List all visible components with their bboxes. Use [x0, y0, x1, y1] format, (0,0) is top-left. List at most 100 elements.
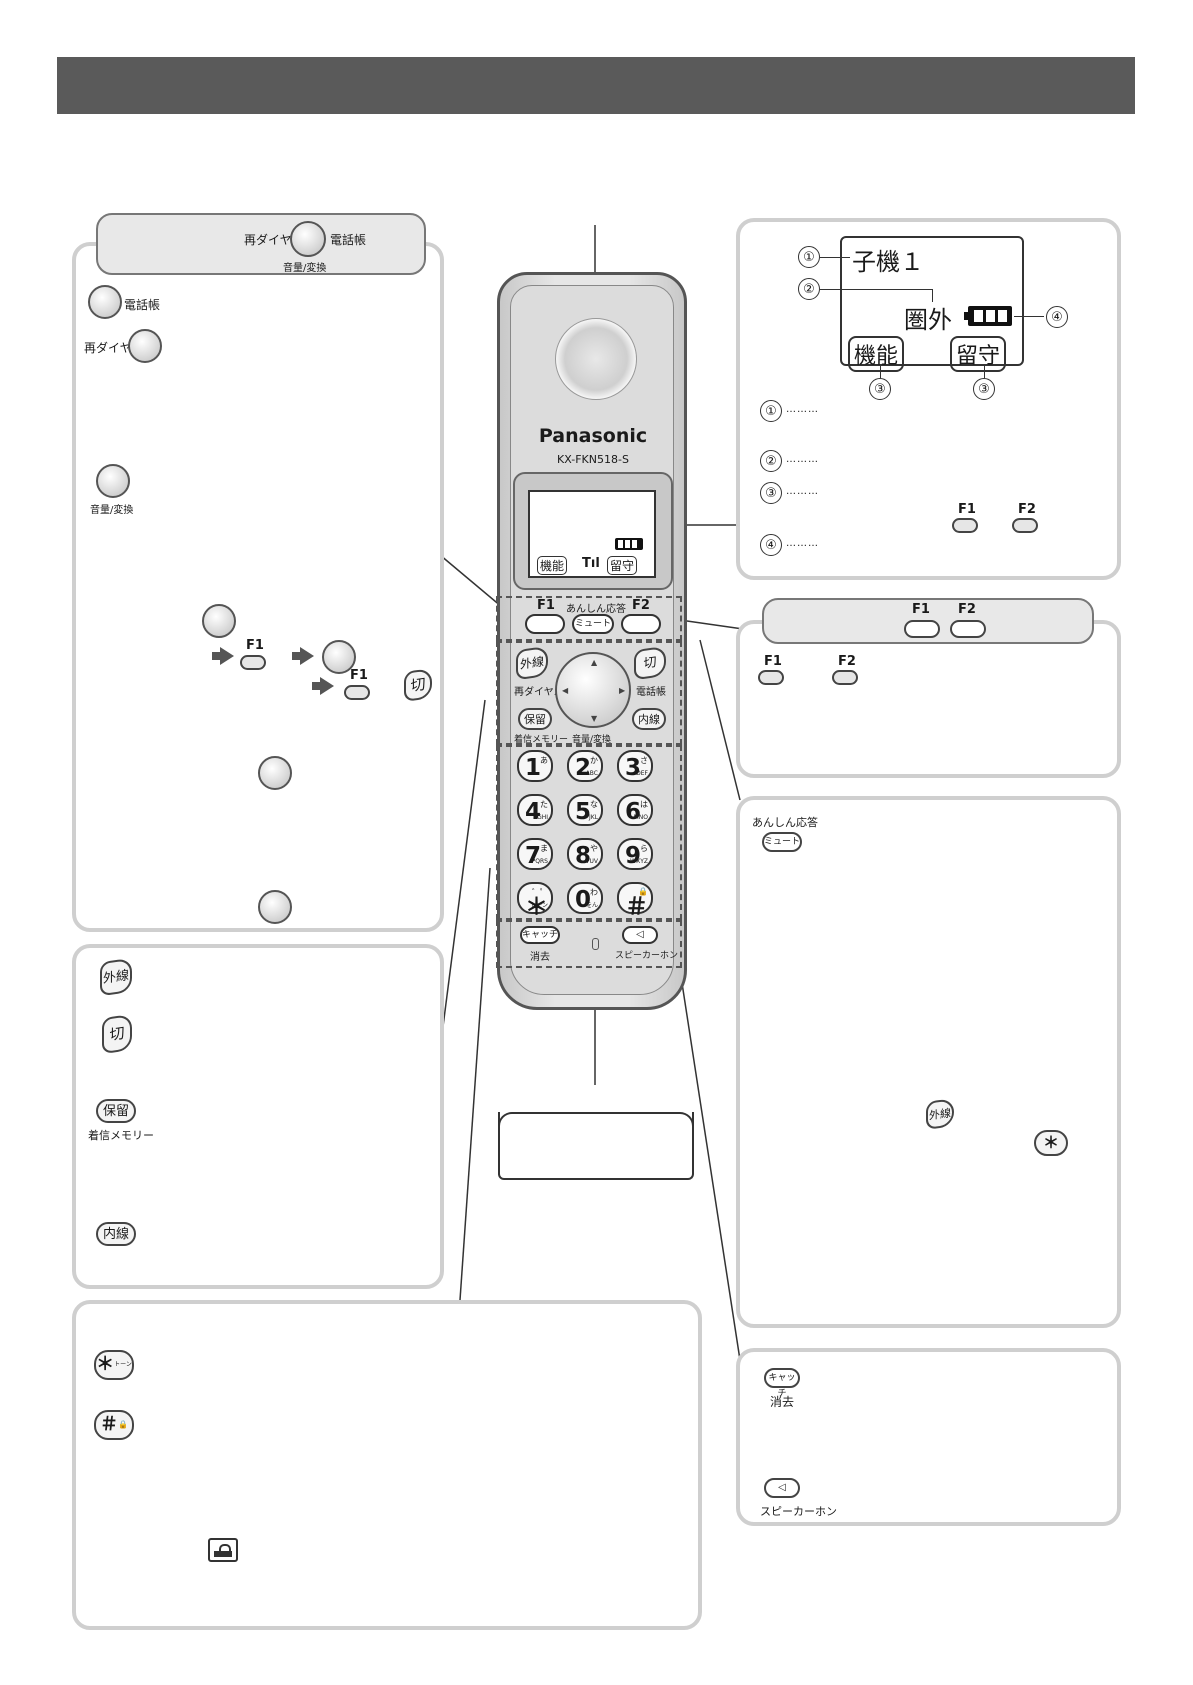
- callout-4: ④: [1046, 306, 1068, 328]
- dial-key-kana: さ: [640, 756, 648, 765]
- dial-key-letters: をん: [585, 902, 598, 909]
- legend-num-3: ③: [760, 482, 782, 504]
- bottom-key-group: [496, 920, 682, 968]
- phone-horyu-button[interactable]: 保留: [518, 708, 552, 730]
- anshin-star-key-icon: ＊: [1034, 1130, 1068, 1156]
- dial-key-letters: WXYZ: [630, 858, 648, 865]
- phone-volume-label: 音量/変換: [572, 735, 612, 745]
- nav-left-arrow-icon: ◀: [562, 686, 569, 695]
- model-number: KX-FKN518-S: [557, 453, 629, 466]
- legend-f2-key-icon: [1012, 518, 1038, 533]
- earpiece: [555, 318, 637, 400]
- phone-chakushin-label: 着信メモリー: [514, 735, 569, 745]
- speaker-label: スピーカーホン: [760, 1505, 837, 1518]
- phone-f1-label: F1: [537, 598, 555, 613]
- tab-f2-key-icon: [950, 620, 986, 638]
- phonebook-label: 電話帳: [124, 298, 161, 312]
- legend-num-1: ①: [760, 400, 782, 422]
- dial-key-letters: DEF: [636, 770, 648, 777]
- nav-key-icon-4: [258, 890, 292, 924]
- dial-key-＃[interactable]: ＃🔒: [617, 882, 653, 920]
- phone-microphone: [592, 938, 599, 950]
- dial-key-group: [496, 745, 682, 920]
- anshin-mute-key-icon: ミュート: [762, 832, 802, 852]
- nav-updown-icon: [96, 464, 130, 498]
- dial-key-digit: 8: [575, 843, 592, 869]
- nav-left-icon: [128, 329, 162, 363]
- dial-key-letters: PQRS: [531, 858, 548, 865]
- dial-key-letters: GHI: [537, 814, 548, 821]
- dial-key-letters: ABC: [585, 770, 598, 777]
- dial-key-kana: は: [640, 800, 648, 809]
- tone-small: トーン: [114, 1361, 132, 1368]
- catch-speaker-panel: [736, 1348, 1121, 1526]
- f1-label-2: F1: [350, 668, 368, 683]
- legend-num-2: ②: [760, 450, 782, 472]
- callout-1-line: [820, 257, 850, 258]
- dial-key-kana: ゛゜: [532, 888, 548, 897]
- tab-f1-label: F1: [912, 602, 930, 617]
- dial-key-digit: 6: [625, 799, 642, 825]
- phone-lcd-rusu: 留守: [607, 556, 638, 575]
- tab-redial-label: 再ダイヤル: [244, 233, 304, 247]
- phone-nav-key[interactable]: ▲ ▼ ◀ ▶: [555, 652, 631, 728]
- dial-key-digit: 5: [575, 799, 592, 825]
- nav-right-arrow-icon: ▶: [619, 686, 626, 695]
- function-key-tab: F1 F2: [762, 598, 1094, 644]
- phone-mute-button[interactable]: ミュート: [572, 614, 614, 634]
- phone-catch-button[interactable]: キャッチ: [520, 926, 560, 944]
- phone-f2-button[interactable]: [621, 614, 661, 634]
- f1-label-1: F1: [246, 638, 264, 653]
- volume-label: 音量/変換: [90, 505, 134, 516]
- phone-lcd-signal-icon: Tıl: [582, 556, 600, 571]
- callout-1: ①: [798, 246, 820, 268]
- dial-key-kana: た: [540, 800, 548, 809]
- callout-3b: ③: [973, 378, 995, 400]
- handset-name: 子機１: [852, 248, 924, 276]
- dial-key-digit: 2: [575, 755, 592, 781]
- dial-key-letters: TUV: [585, 858, 598, 865]
- phone-f2-label: F2: [632, 598, 650, 613]
- dial-key-digit: 9: [625, 843, 642, 869]
- chakushin-memory-label: 着信メモリー: [88, 1129, 154, 1142]
- star-tone-key-icon: ＊ トーン: [94, 1350, 134, 1380]
- nav-up-icon: ▲: [591, 658, 598, 667]
- phone-naisen-button[interactable]: 内線: [632, 708, 666, 730]
- dial-key-digit: 7: [525, 843, 542, 869]
- callout-3a-line: [880, 366, 881, 378]
- phone-lcd: [528, 490, 656, 578]
- dial-key-digit: 1: [525, 755, 542, 781]
- phone-lcd-battery-icon: [615, 538, 643, 550]
- dial-key-panel: [72, 1300, 702, 1630]
- dial-key-digit: 0: [575, 887, 592, 913]
- brand-logo: Panasonic: [538, 425, 648, 447]
- dial-key-kana: ら: [640, 844, 648, 853]
- phone-speaker-button[interactable]: ◁: [622, 926, 658, 944]
- lcd-rusu-button: 留守: [950, 336, 1007, 372]
- dial-key-letters: JKL: [588, 814, 598, 821]
- horyu-key-icon: 保留: [96, 1099, 136, 1123]
- lcd-battery-icon: [964, 306, 1012, 326]
- fk-f2-label: F2: [838, 654, 856, 669]
- fk-f1-label: F1: [764, 654, 782, 669]
- phone-f1-button[interactable]: [525, 614, 565, 634]
- legend-dots-1: ………: [786, 404, 819, 415]
- function-key-panel: [736, 620, 1121, 778]
- nav-key-icon-3: [258, 756, 292, 790]
- callout-2: ②: [798, 278, 820, 300]
- dial-key-＊[interactable]: ＊゛゜トーン: [517, 882, 553, 920]
- phone-speaker-label: スピーカーホン: [615, 951, 679, 961]
- star-symbol: ＊: [96, 1354, 115, 1375]
- dial-key-kana: な: [590, 800, 598, 809]
- dial-key-kana: 🔒: [638, 887, 648, 896]
